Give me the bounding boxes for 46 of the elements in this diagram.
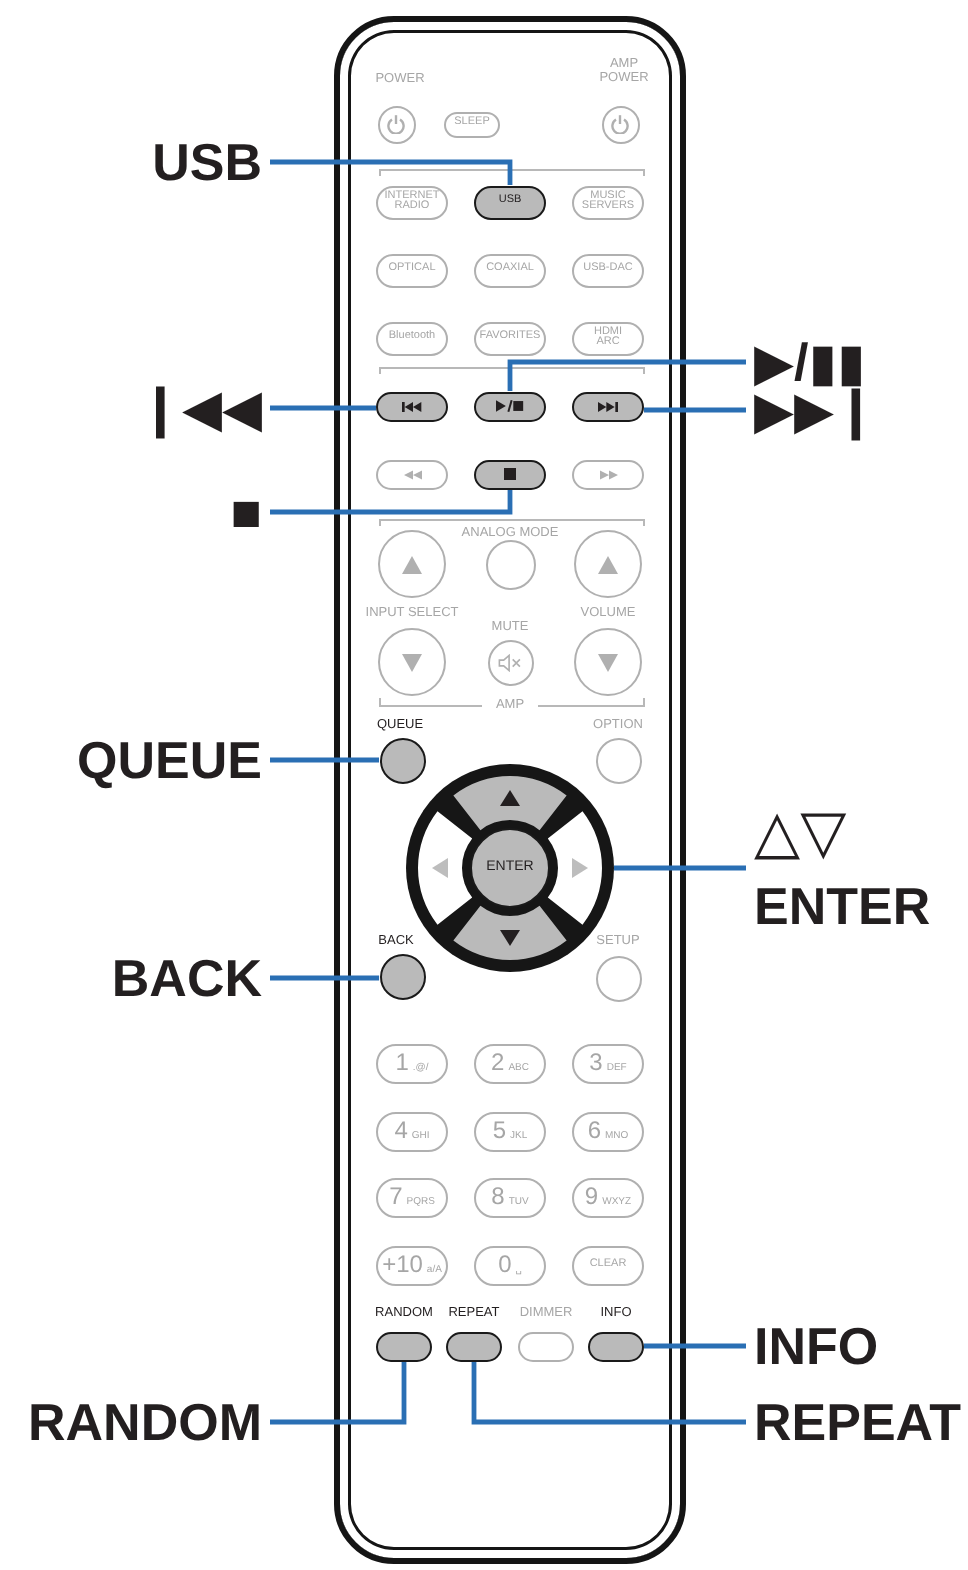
leader-line bbox=[471, 1361, 746, 1425]
remote-button bbox=[378, 530, 446, 598]
callout-label: ▶▶❙ bbox=[754, 384, 878, 436]
callout-label: RANDOM bbox=[28, 1396, 262, 1448]
remote-button bbox=[474, 459, 546, 489]
remote-button bbox=[595, 737, 641, 783]
leader-line bbox=[270, 757, 379, 763]
callout-label: ▶/▮▮ bbox=[754, 336, 866, 388]
remote-button bbox=[572, 459, 644, 489]
callout-label: QUEUE bbox=[77, 734, 262, 786]
callout-label: BACK bbox=[111, 952, 262, 1004]
callout-label: ENTER bbox=[754, 880, 931, 932]
remote-control-body bbox=[334, 16, 686, 1564]
callout-label: ❙◀◀ bbox=[138, 382, 262, 434]
callout-label: ■ bbox=[230, 486, 262, 538]
remote-button bbox=[595, 955, 641, 1001]
leader-line bbox=[270, 1361, 407, 1425]
leader-line bbox=[270, 489, 513, 515]
remote-button bbox=[376, 459, 448, 489]
leader-line bbox=[270, 975, 380, 981]
callout-label: △▽ bbox=[754, 804, 847, 864]
remote-button bbox=[379, 737, 425, 783]
leader-line bbox=[270, 405, 376, 411]
leader-line bbox=[270, 159, 513, 185]
remote-button bbox=[518, 1331, 574, 1361]
remote-button bbox=[487, 639, 533, 685]
remote-button bbox=[574, 530, 642, 598]
remote-button bbox=[485, 539, 535, 589]
remote-button bbox=[378, 628, 446, 696]
leader-line bbox=[644, 407, 746, 413]
remote-button bbox=[572, 391, 644, 421]
remote-button bbox=[588, 1331, 644, 1361]
remote-button bbox=[379, 953, 425, 999]
remote-button bbox=[376, 1331, 432, 1361]
leader-line bbox=[614, 865, 746, 871]
leader-line bbox=[644, 1343, 746, 1349]
remote-button bbox=[601, 105, 639, 143]
callout-label: USB bbox=[152, 136, 262, 188]
remote-button bbox=[574, 628, 642, 696]
remote-button bbox=[474, 391, 546, 421]
remote-button bbox=[377, 105, 415, 143]
remote-button bbox=[446, 1331, 502, 1361]
callout-label: REPEAT bbox=[754, 1396, 962, 1448]
callout-label: INFO bbox=[754, 1320, 879, 1372]
remote-button bbox=[376, 391, 448, 421]
leader-line bbox=[507, 359, 746, 391]
